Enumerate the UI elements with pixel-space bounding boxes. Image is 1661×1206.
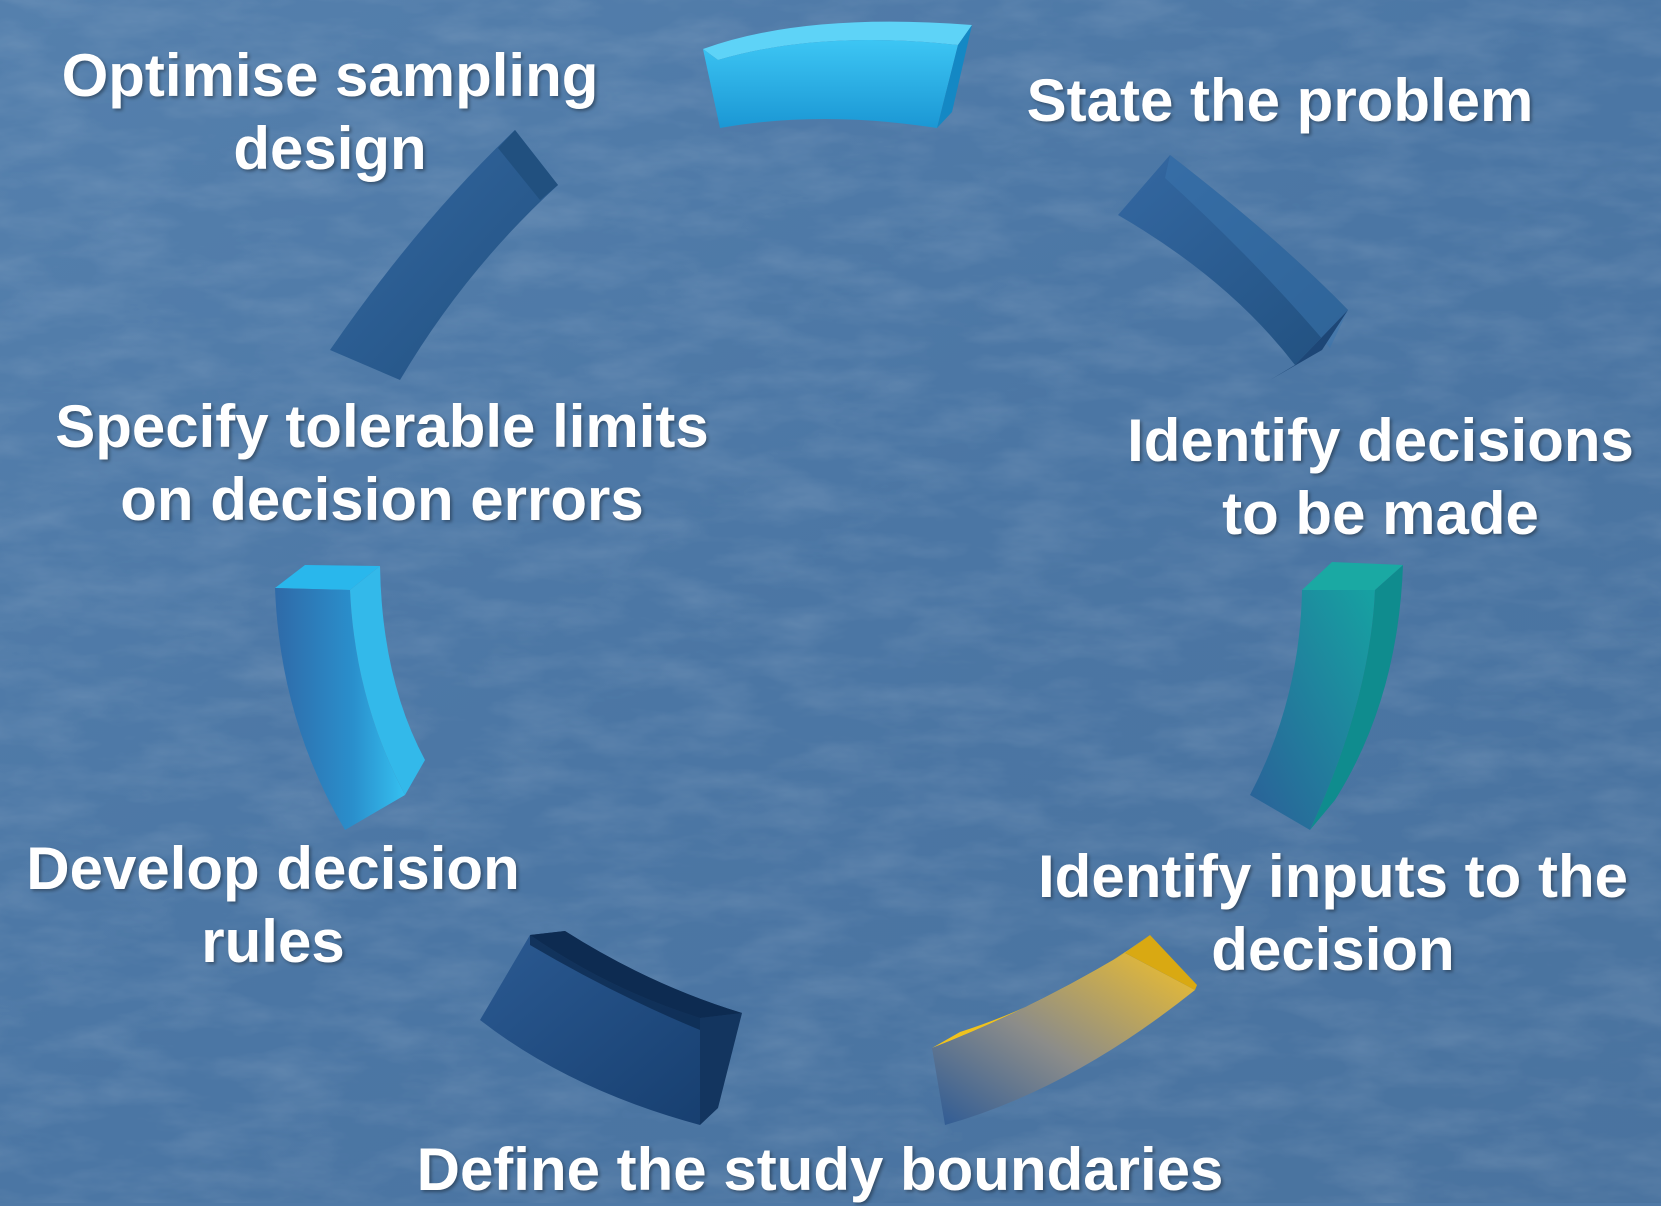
step-label-specify-limits: Specify tolerable limits on decision err…: [55, 393, 709, 533]
step-label-state-problem: State the problem: [1026, 67, 1534, 134]
ring-segment-left: [275, 565, 425, 830]
ring-segment-upper-right: [1118, 155, 1348, 380]
step-label-optimise-sampling: Optimise sampling design: [61, 42, 599, 182]
ring-segment-bottom: [480, 931, 742, 1125]
step-label-identify-inputs: Identify inputs to the decision: [1038, 843, 1628, 983]
step-label-define-boundaries: Define the study boundaries: [416, 1136, 1224, 1203]
step-label-develop-rules: Develop decision rules: [26, 835, 520, 975]
ring-segment-lower-right: [932, 935, 1197, 1125]
ring-segment-right: [1250, 562, 1403, 830]
ring-segment-top: [703, 21, 972, 128]
ring-segment-upper-left: [330, 130, 558, 380]
step-label-identify-decisions: Identify decisions to be made: [1127, 407, 1634, 547]
